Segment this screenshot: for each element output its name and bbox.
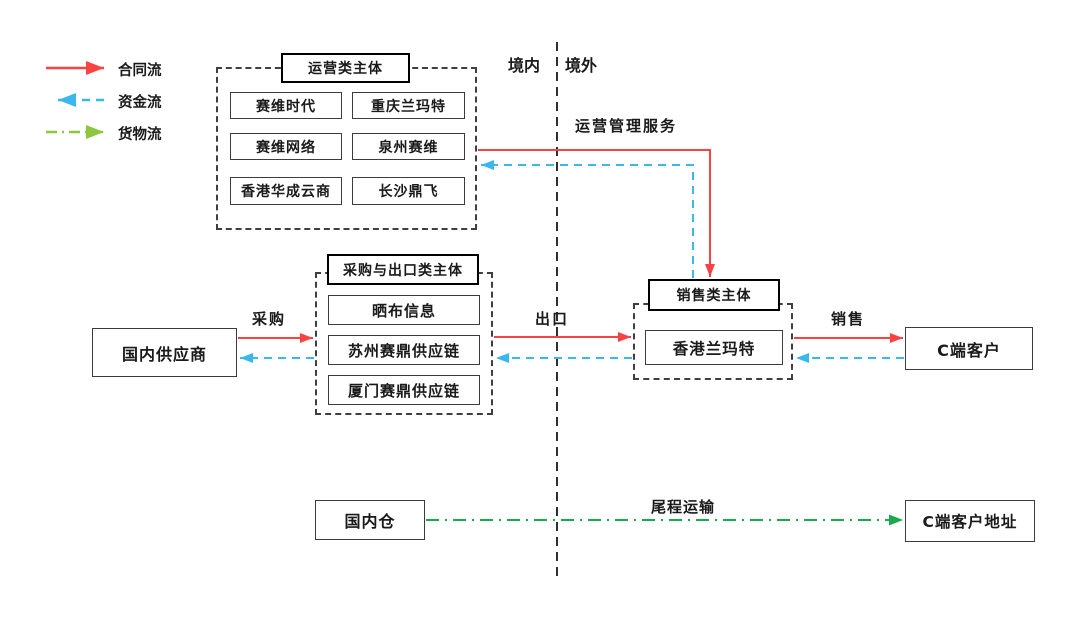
node-c-customer-address: C端客户地址 (905, 500, 1035, 542)
entity-suzhou-saiding: 苏州赛鼎供应链 (328, 335, 480, 365)
entity-hk-huacheng-yunshang: 香港华成云商 (230, 177, 342, 205)
entity-xiamen-saiding: 厦门赛鼎供应链 (328, 375, 480, 405)
boundary-label-domestic: 境内 (508, 56, 541, 75)
entity-chongqing-lanmate: 重庆兰玛特 (352, 92, 465, 119)
node-domestic-supplier: 国内供应商 (92, 328, 237, 377)
contract-flow-ops-to-sales (478, 149, 715, 277)
legend-item-capital-flow: 资金流 (118, 95, 162, 111)
boundary-label-overseas: 境外 (565, 56, 598, 75)
flow-label-ops-service: 运营管理服务 (575, 117, 678, 135)
flow-label-export: 出口 (535, 310, 570, 328)
flow-label-sale: 销售 (831, 310, 866, 328)
entity-changsha-dingfei: 长沙鼎飞 (352, 177, 465, 205)
sales-group-title: 销售类主体 (648, 279, 780, 311)
node-domestic-warehouse: 国内仓 (315, 500, 425, 540)
node-c-customer: C端客户 (905, 327, 1033, 370)
flow-label-procure: 采购 (252, 310, 287, 328)
capital-flow-sales-to-ops (481, 160, 694, 278)
operations-group-title: 运营类主体 (281, 53, 410, 83)
legend-item-contract-flow: 合同流 (118, 63, 162, 79)
flow-label-last-mile: 尾程运输 (651, 498, 716, 516)
entity-quanzhou-saiwei: 泉州赛维 (352, 133, 465, 160)
procurement-group-title: 采购与出口类主体 (327, 254, 479, 285)
legend-item-goods-flow: 货物流 (118, 127, 162, 143)
entity-hk-lanmate: 香港兰玛特 (645, 330, 783, 365)
entity-shaibu-xinxi: 晒布信息 (328, 295, 480, 325)
entity-saiwei-wangluo: 赛维网络 (230, 133, 342, 160)
entity-saiwei-shidai: 赛维时代 (230, 92, 342, 119)
